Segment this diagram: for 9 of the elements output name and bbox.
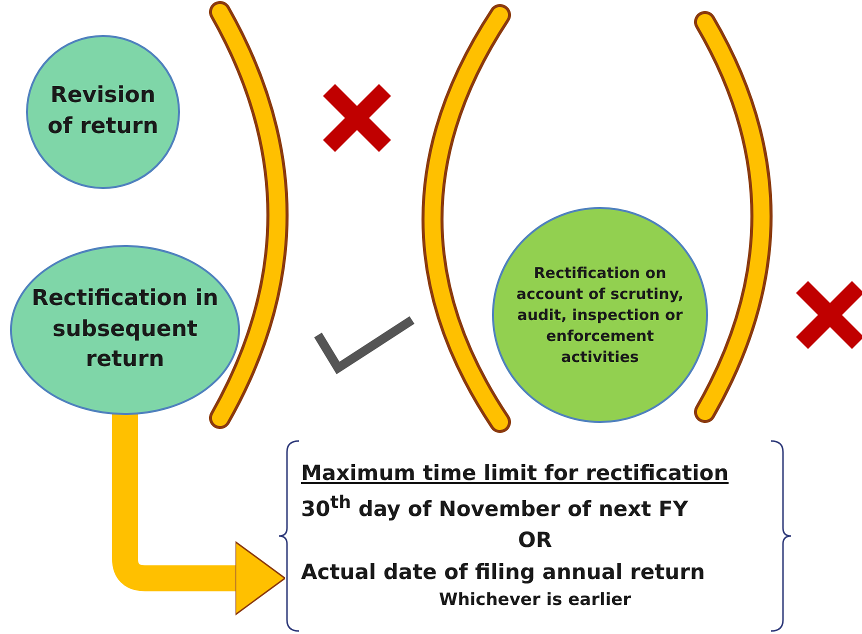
note-text: Whichever is earlier [438, 589, 632, 612]
circle-node: Rectification in subsequent return [10, 245, 240, 415]
circle-node: Revision of return [26, 35, 180, 189]
text-line: 30$^{th}$ day of November of next FY [301, 492, 690, 523]
text-line: Actual date of filing annual return [301, 558, 706, 586]
heading-text: Maximum time limit for rectification [301, 460, 730, 488]
arrow [112, 413, 286, 616]
circle-node: Rectification on account of scrutiny, audit, inspection or enforcement activities [492, 207, 708, 423]
text-line: OR [516, 527, 554, 554]
